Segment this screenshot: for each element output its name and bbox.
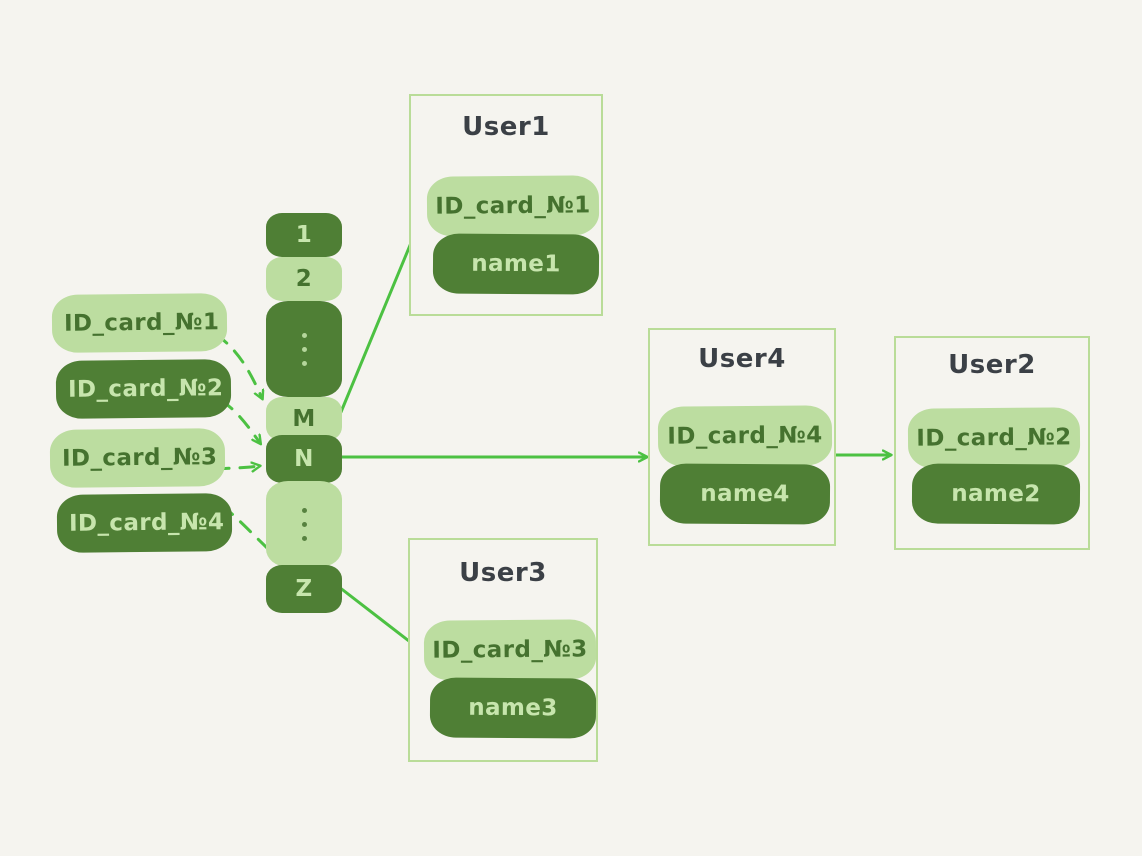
hash-cell-ellipsis-upper: [266, 301, 342, 397]
hash-cell-Z[interactable]: Z: [266, 565, 342, 613]
hash-cell-ellipsis-lower: [266, 481, 342, 567]
id-card-label-4[interactable]: ID_card_№4: [56, 493, 233, 553]
vertical-ellipsis-icon: [301, 332, 307, 366]
user-card-name-field[interactable]: name2: [911, 463, 1081, 525]
hash-cell-M[interactable]: M: [266, 397, 342, 441]
vertical-ellipsis-icon: [301, 507, 307, 541]
link-cellM-to-user1: [339, 226, 418, 414]
id-card-label-1[interactable]: ID_card_№1: [51, 293, 228, 353]
user-card-name-field[interactable]: name4: [659, 463, 831, 525]
id-card-label-2[interactable]: ID_card_№2: [55, 359, 232, 419]
user-card-user2[interactable]: User2 ID_card_№2 name2: [894, 336, 1090, 550]
user-card-user3[interactable]: User3 ID_card_№3 name3: [408, 538, 598, 762]
user-card-id-field[interactable]: ID_card_№3: [423, 619, 597, 681]
user-card-name-field[interactable]: name3: [429, 677, 597, 739]
user-card-title: User4: [698, 344, 786, 374]
user-card-name-field[interactable]: name1: [432, 233, 600, 295]
user-card-user1[interactable]: User1 ID_card_№1 name1: [409, 94, 603, 316]
user-card-title: User2: [948, 350, 1036, 380]
user-card-id-field[interactable]: ID_card_№1: [426, 175, 600, 237]
hash-cell-1[interactable]: 1: [266, 213, 342, 257]
hash-cell-2[interactable]: 2: [266, 257, 342, 301]
user-card-title: User1: [462, 112, 550, 142]
id-card-label-3[interactable]: ID_card_№3: [49, 428, 226, 488]
user-card-id-field[interactable]: ID_card_№4: [657, 405, 833, 467]
user-card-user4[interactable]: User4 ID_card_№4 name4: [648, 328, 836, 546]
hash-cell-N[interactable]: N: [266, 435, 342, 483]
link-cellZ-to-user3: [337, 585, 418, 648]
user-card-title: User3: [459, 558, 547, 588]
user-card-id-field[interactable]: ID_card_№2: [907, 407, 1081, 469]
